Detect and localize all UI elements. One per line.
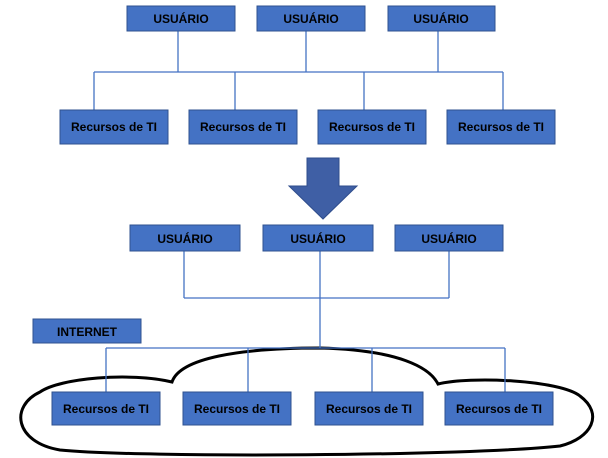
bottom-user-box-2: USUÁRIO [262, 224, 374, 252]
cloud-shape [19, 346, 595, 457]
bottom-user-box-3: USUÁRIO [394, 224, 504, 252]
top-resource-box-1: Recursos de TI [59, 109, 169, 145]
top-resource-box-3: Recursos de TI [317, 109, 427, 145]
internet-label: INTERNET [57, 325, 118, 339]
bottom-user-label-3: USUÁRIO [421, 231, 476, 246]
bottom-resource-label-1: Recursos de TI [63, 402, 149, 416]
top-user-label-1: USUÁRIO [153, 11, 208, 26]
bottom-user-label-1: USUÁRIO [157, 231, 212, 246]
top-resource-label-2: Recursos de TI [200, 120, 286, 134]
top-resource-box-4: Recursos de TI [446, 109, 556, 145]
top-user-label-3: USUÁRIO [413, 11, 468, 26]
bottom-resource-label-4: Recursos de TI [456, 402, 542, 416]
top-user-box-1: USUÁRIO [126, 5, 236, 32]
top-resource-label-3: Recursos de TI [329, 120, 415, 134]
internet-box: INTERNET [32, 318, 142, 344]
top-resource-label-4: Recursos de TI [458, 120, 544, 134]
top-user-box-2: USUÁRIO [256, 5, 366, 32]
bottom-connectors [105, 251, 506, 392]
top-resource-label-1: Recursos de TI [71, 120, 157, 134]
bottom-resource-box-2: Recursos de TI [182, 391, 292, 426]
top-resource-box-2: Recursos de TI [188, 109, 298, 145]
bottom-user-label-2: USUÁRIO [290, 231, 345, 246]
top-user-label-2: USUÁRIO [283, 11, 338, 26]
top-user-box-3: USUÁRIO [387, 5, 496, 32]
bottom-resource-box-3: Recursos de TI [314, 391, 424, 426]
top-connectors [93, 31, 504, 110]
bottom-resource-box-4: Recursos de TI [444, 391, 554, 426]
down-arrow-icon [287, 157, 359, 220]
bottom-resource-label-2: Recursos de TI [194, 402, 280, 416]
bottom-resource-label-3: Recursos de TI [326, 402, 412, 416]
bottom-user-box-1: USUÁRIO [129, 224, 241, 252]
bottom-resource-box-1: Recursos de TI [51, 391, 161, 426]
